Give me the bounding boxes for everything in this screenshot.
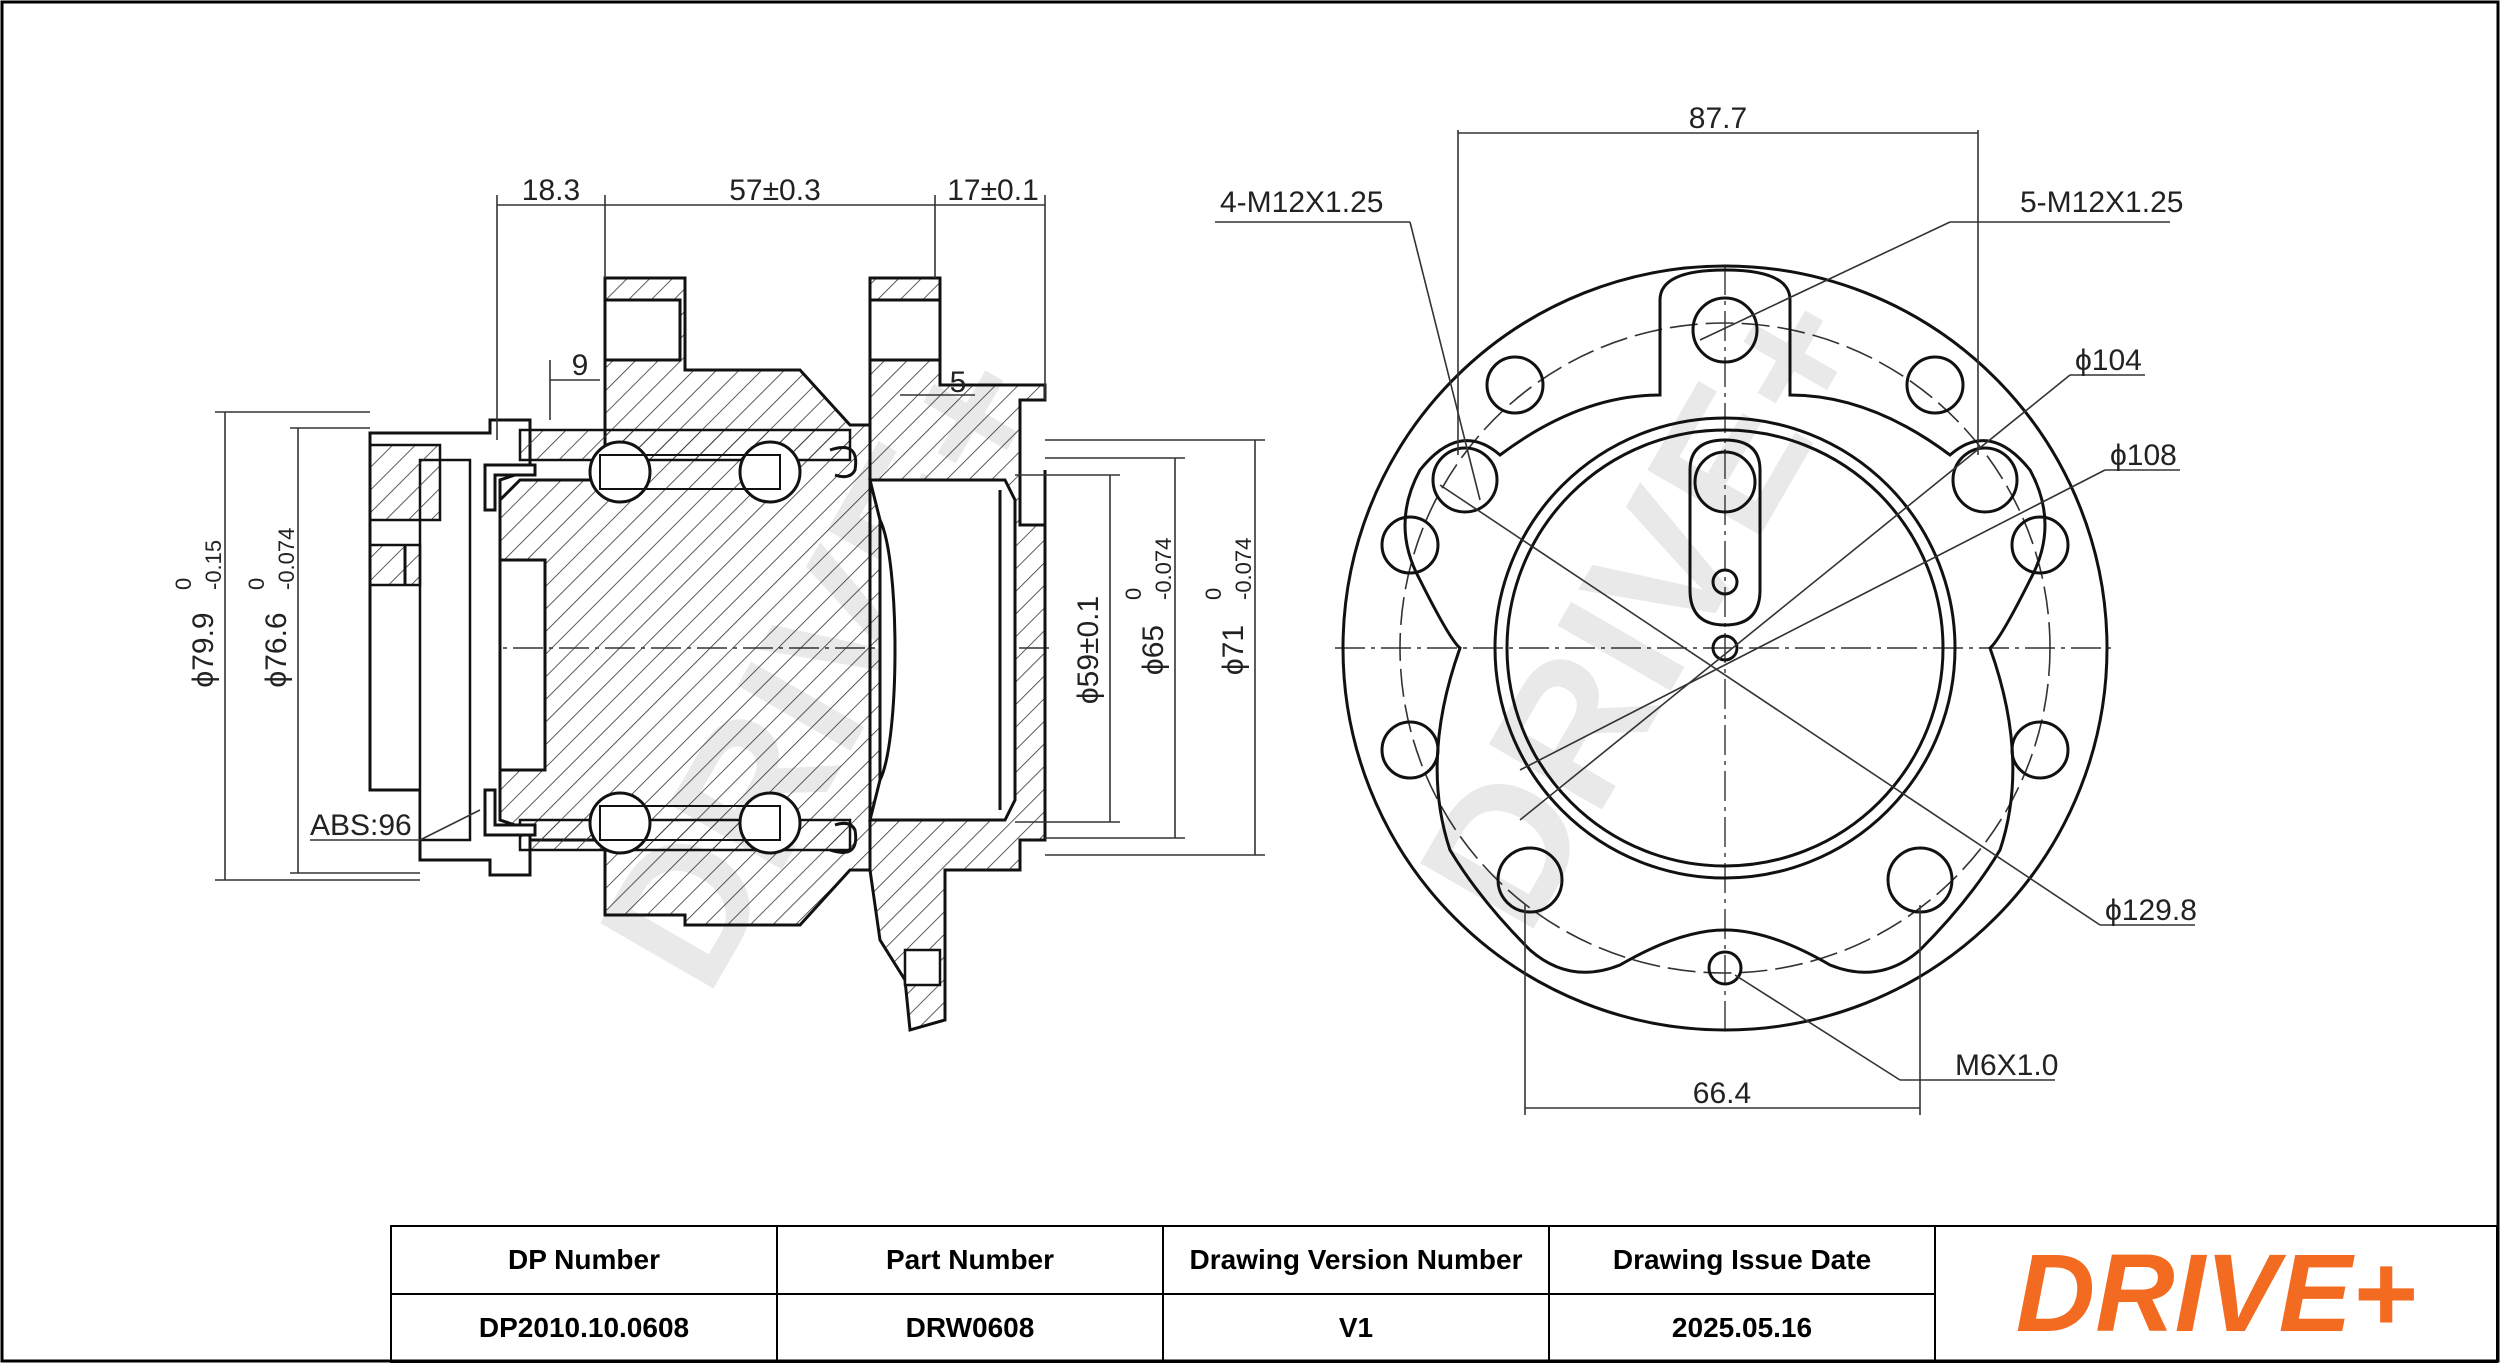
dia-79-9-label: ϕ79.9 0 -0.15 xyxy=(171,540,226,688)
svg-text:ϕ59±0.1: ϕ59±0.1 xyxy=(1072,596,1105,704)
dia-104-label: ϕ104 xyxy=(2075,344,2142,377)
thread-4-label: 4-M12X1.25 xyxy=(1220,186,1383,219)
header-issue-date: Drawing Issue Date xyxy=(1548,1225,1936,1295)
side-section-view: 18.3 57±0.3 17±0.1 9 5 xyxy=(171,174,1265,1032)
value-dp-number: DP2010.10.0608 xyxy=(390,1293,778,1363)
dia-59-label: ϕ59±0.1 xyxy=(1072,596,1105,704)
value-part-number: DRW0608 xyxy=(776,1293,1164,1363)
value-drawing-version: V1 xyxy=(1162,1293,1550,1363)
dia-71-label: ϕ71 0 -0.074 xyxy=(1201,538,1256,675)
bearing-balls xyxy=(588,440,802,855)
dim-17: 17±0.1 xyxy=(947,174,1039,207)
svg-text:0: 0 xyxy=(1121,588,1146,600)
abs-sensor-housing xyxy=(368,443,442,522)
svg-text:ϕ76.6: ϕ76.6 xyxy=(260,612,293,687)
svg-text:ϕ65: ϕ65 xyxy=(1137,625,1170,675)
dia-129-8-label: ϕ129.8 xyxy=(2105,894,2197,927)
hub-bore xyxy=(868,478,1017,822)
svg-text:-0.074: -0.074 xyxy=(1231,538,1256,600)
bearing-outer-circle xyxy=(1493,416,1957,880)
header-part-number: Part Number xyxy=(776,1225,1164,1295)
dim-66-4: 66.4 xyxy=(1693,1077,1751,1110)
front-view: 87.7 4-M12X1.25 5-M12X1.25 ϕ104 ϕ108 ϕ12… xyxy=(1215,102,2197,1115)
header-dp-number: DP Number xyxy=(390,1225,778,1295)
dim-57: 57±0.3 xyxy=(729,174,821,207)
dim-9: 9 xyxy=(572,349,589,382)
dim-5: 5 xyxy=(950,366,967,399)
dim-18-3: 18.3 xyxy=(522,174,580,207)
front-leaders: 87.7 4-M12X1.25 5-M12X1.25 ϕ104 ϕ108 ϕ12… xyxy=(1215,102,2197,1115)
thread-5-label: 5-M12X1.25 xyxy=(2020,186,2183,219)
header-drawing-version: Drawing Version Number xyxy=(1162,1225,1550,1295)
center-slot xyxy=(1688,438,1762,627)
side-dimensions: 18.3 57±0.3 17±0.1 9 5 xyxy=(215,174,1265,881)
stud-holes xyxy=(1380,296,2070,986)
svg-text:-0.074: -0.074 xyxy=(1151,538,1176,600)
svg-text:-0.15: -0.15 xyxy=(201,540,226,590)
pitch-circle xyxy=(1399,322,2051,974)
svg-text:DRIVE+: DRIVE+ xyxy=(2016,1239,2416,1349)
dia-108-label: ϕ108 xyxy=(2110,439,2177,472)
title-block: DP Number Part Number Drawing Version Nu… xyxy=(390,1225,2498,1363)
bearing-inner-circle xyxy=(1505,428,1945,868)
svg-text:-0.074: -0.074 xyxy=(274,528,299,590)
value-issue-date: 2025.05.16 xyxy=(1548,1293,1936,1363)
drive-logo: DRIVE+ xyxy=(2016,1239,2416,1349)
dia-65-label: ϕ65 0 -0.074 xyxy=(1121,538,1176,675)
svg-text:0: 0 xyxy=(171,578,196,590)
svg-text:0: 0 xyxy=(244,578,269,590)
svg-text:0: 0 xyxy=(1201,588,1226,600)
flange-lobes xyxy=(1403,268,2047,974)
abs-label: ABS:96 xyxy=(310,809,412,842)
center-point xyxy=(1711,634,1739,662)
hub-outer-circle xyxy=(1341,264,2109,1032)
thread-m6-label: M6X1.0 xyxy=(1955,1049,2058,1082)
stud-bore-upper xyxy=(603,298,682,362)
logo-cell: DRIVE+ xyxy=(1934,1225,2498,1363)
svg-text:ϕ71: ϕ71 xyxy=(1217,625,1250,675)
dim-87-7: 87.7 xyxy=(1689,102,1747,135)
dia-76-6-label: ϕ76.6 0 -0.074 xyxy=(244,528,299,688)
svg-text:ϕ79.9: ϕ79.9 xyxy=(187,612,220,687)
